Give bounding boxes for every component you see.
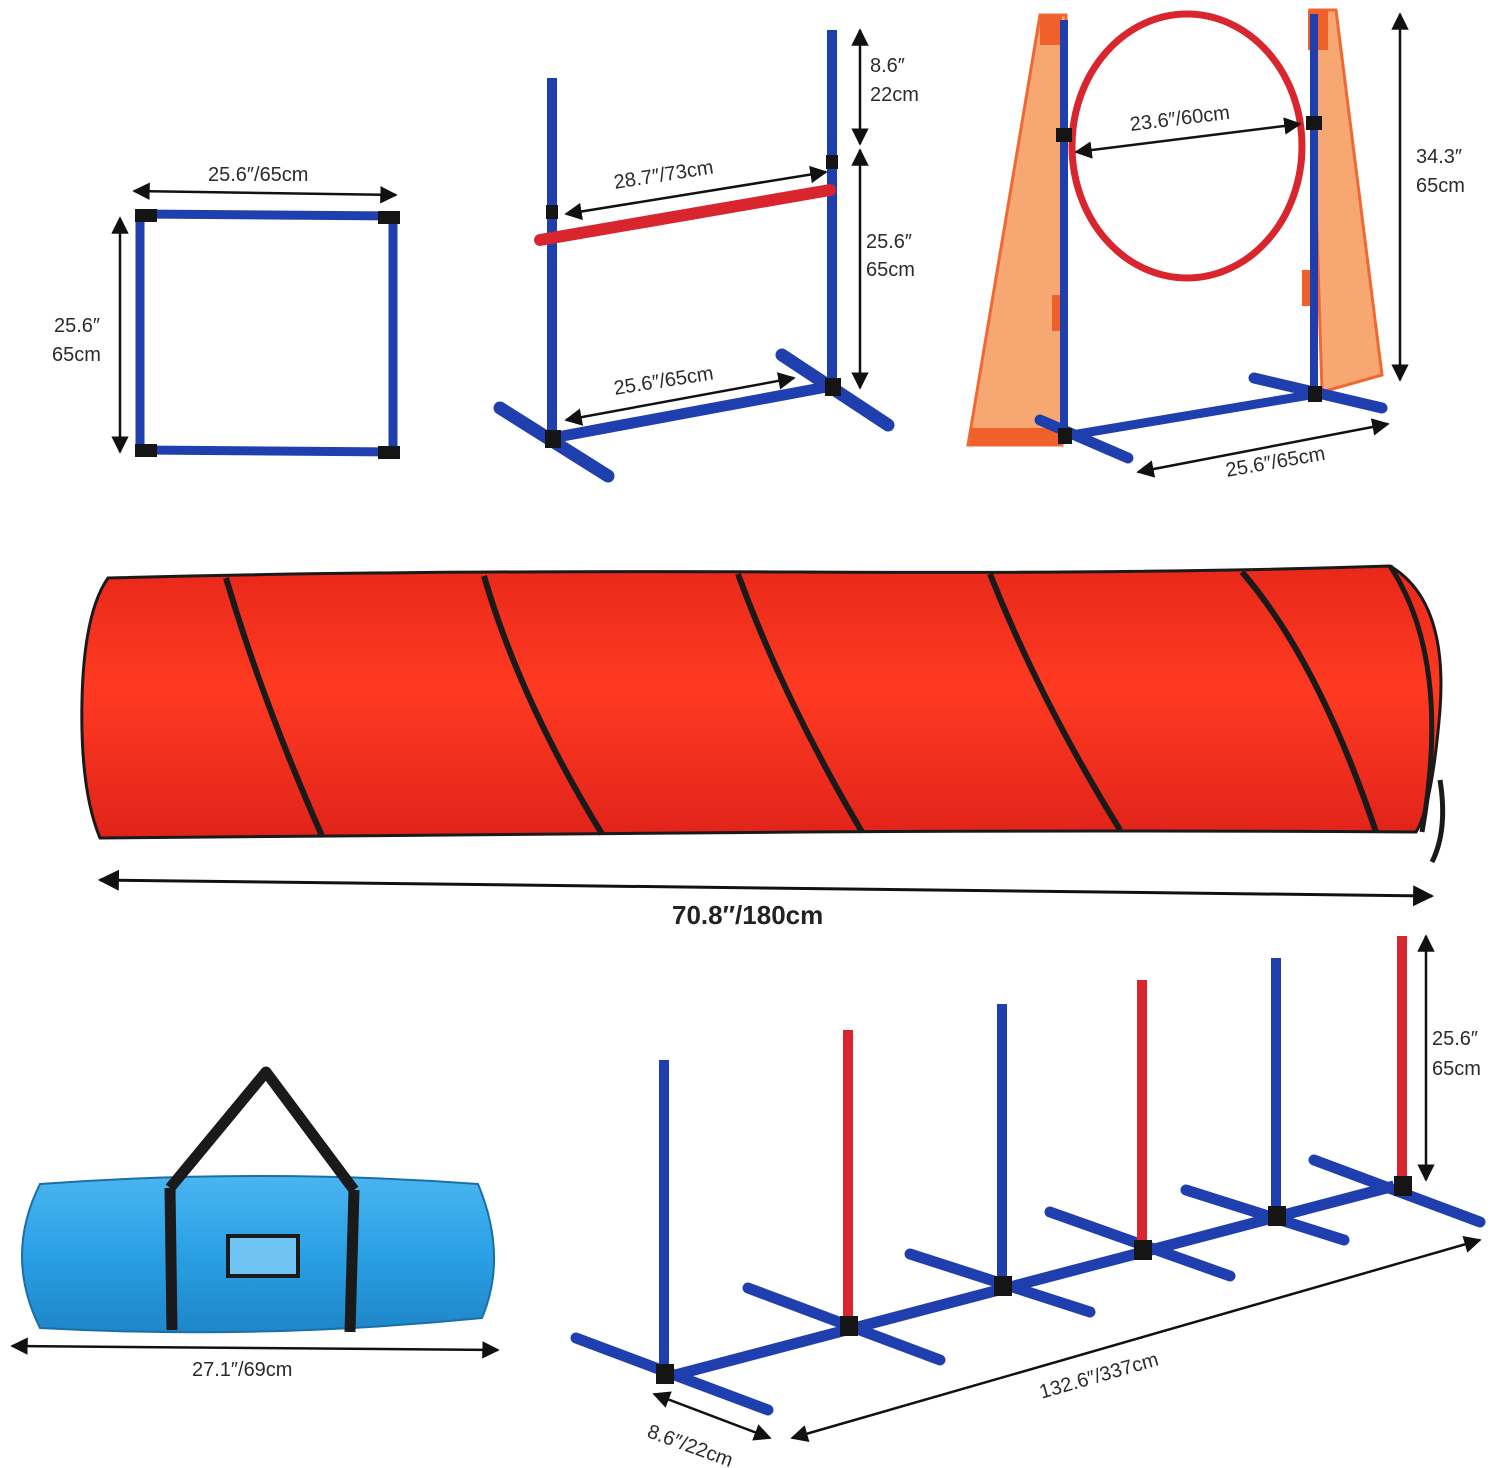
square-width-arrow	[132, 182, 398, 204]
hurdle-height-label-in: 25.6″	[866, 231, 913, 253]
bag-length-label: 27.1″/69cm	[192, 1359, 293, 1381]
weave-poles	[570, 936, 1486, 1416]
hurdle-base-arrow	[564, 372, 796, 426]
weave-height-label-cm: 65cm	[1432, 1058, 1481, 1080]
hurdle-top-label-in: 8.6″	[870, 55, 905, 77]
square-height-label-cm: 65cm	[52, 344, 101, 366]
hurdle-jump	[493, 30, 895, 483]
bag-length-arrow	[10, 1337, 500, 1359]
carry-bag	[21, 1066, 495, 1334]
square-width-label: 25.6″/65cm	[208, 164, 309, 186]
tire-hoop	[966, 8, 1388, 464]
agility-tunnel	[80, 564, 1446, 864]
tunnel-length-arrow	[97, 869, 1435, 907]
weave-height-label-in: 25.6″	[1432, 1028, 1479, 1050]
hurdle-height-label-cm: 65cm	[866, 259, 915, 281]
tunnel-length-label: 70.8″/180cm	[672, 900, 824, 930]
square-frame	[135, 209, 400, 459]
weave-length-arrow	[790, 1235, 1482, 1443]
hoop-base-arrow	[1136, 418, 1390, 478]
hoop-height-label-in: 34.3″	[1416, 146, 1463, 168]
hoop-diameter-arrow	[1074, 117, 1302, 159]
weave-foot-arrow	[652, 1391, 772, 1441]
hoop-height-label-cm: 65cm	[1416, 175, 1465, 197]
hurdle-top-label-cm: 22cm	[870, 84, 919, 106]
hurdle-bar-arrow	[564, 165, 828, 221]
square-height-label-in: 25.6″	[54, 315, 101, 337]
